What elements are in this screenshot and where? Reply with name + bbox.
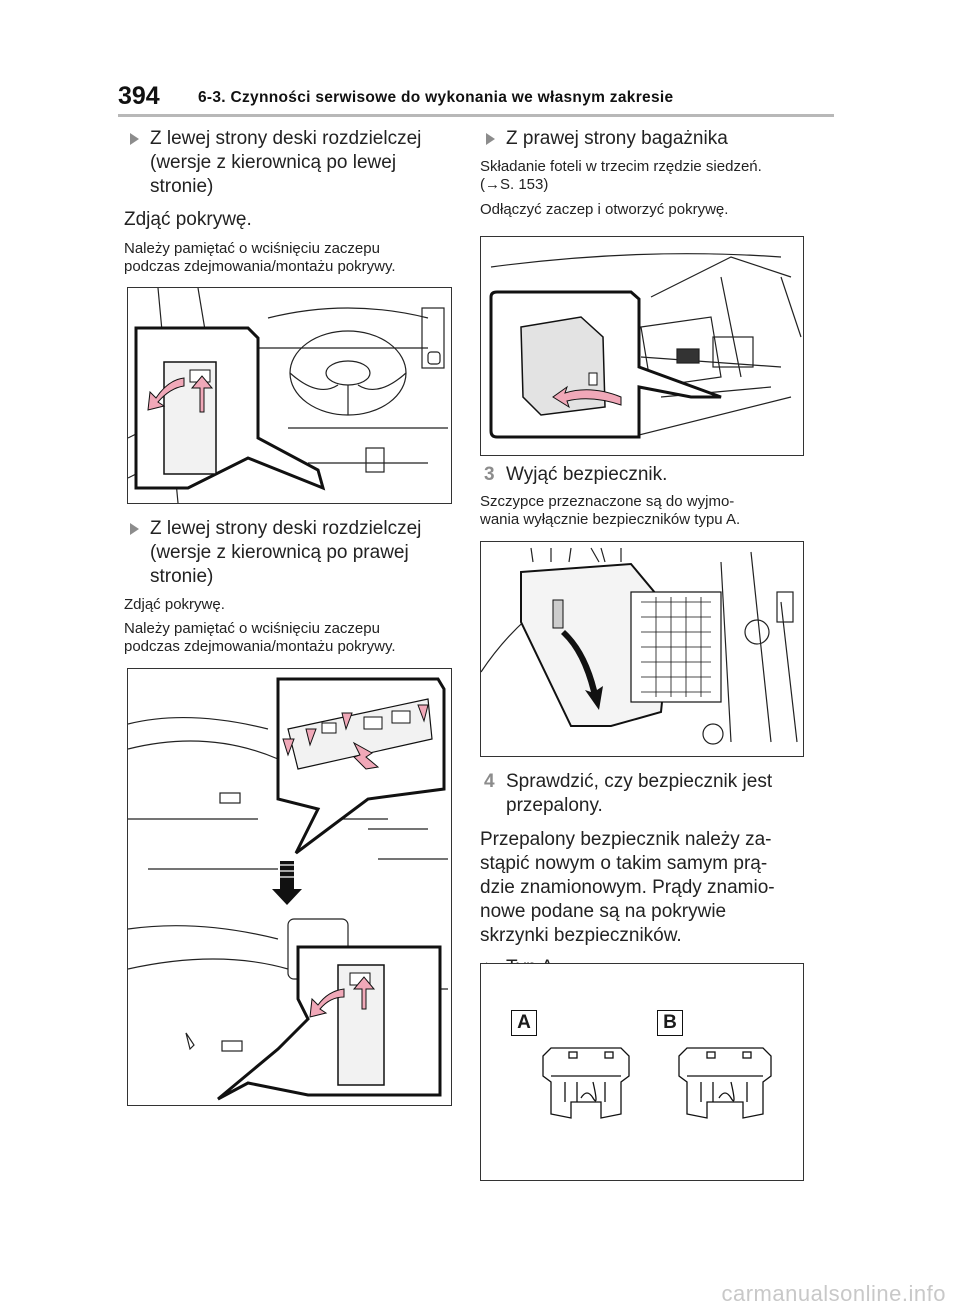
bullet-line: (wersje z kierownicą po lewej bbox=[150, 152, 397, 173]
bullet-line: stronie) bbox=[150, 176, 214, 197]
bullet-lhd: Z lewej strony deski rozdzielczej (wersj… bbox=[124, 127, 454, 199]
step-4: 4 Sprawdzić, czy bezpiecznik jest przepa… bbox=[480, 770, 810, 818]
note-line: podczas zdejmowania/montażu pokrywy. bbox=[124, 638, 396, 655]
figure-rhd-dashboard bbox=[127, 668, 452, 1106]
chapter-title: 6-3. Czynności serwisowe do wykonania we… bbox=[198, 89, 674, 106]
page-number: 394 bbox=[118, 82, 160, 110]
text-line: (→S. 153) bbox=[480, 176, 549, 193]
right-section-step3: 3 Wyjąć bezpiecznik. Szczypce przeznaczo… bbox=[480, 463, 810, 529]
text-line: nowe podane są na pokrywie bbox=[480, 901, 727, 922]
step-number: 4 bbox=[484, 771, 495, 792]
step-number: 3 bbox=[484, 464, 495, 485]
figure-fuse-box bbox=[480, 541, 804, 757]
text-line: stąpić nowym o takim samym prą- bbox=[480, 853, 768, 874]
step-3: 3 Wyjąć bezpiecznik. bbox=[480, 463, 810, 487]
text-line: Przepalony bezpiecznik należy za- bbox=[480, 829, 772, 850]
bullet-line: Z lewej strony deski rozdzielczej bbox=[150, 128, 422, 149]
bullet-line: stronie) bbox=[150, 566, 214, 587]
fold-seats-text: Składanie foteli w trzecim rzędzie siedz… bbox=[480, 158, 810, 194]
page-header: 394 6-3. Czynności serwisowe do wykonani… bbox=[118, 76, 834, 117]
figure-lhd-dashboard bbox=[127, 287, 452, 504]
note-line: Należy pamiętać o wciśnięciu zaczepu bbox=[124, 240, 380, 257]
figure-fuse-types: A B bbox=[480, 963, 804, 1181]
step-text: przepalony. bbox=[506, 795, 603, 816]
fuse-b-icon bbox=[678, 1047, 772, 1119]
replace-fuse-text: Przepalony bezpiecznik należy za- stąpić… bbox=[480, 828, 810, 948]
bullet-line: (wersje z kierownicą po prawej bbox=[150, 542, 409, 563]
step-text: Sprawdzić, czy bezpiecznik jest bbox=[506, 771, 773, 792]
note-text: Należy pamiętać o wciśnięciu zaczepu pod… bbox=[124, 620, 454, 656]
note-line: podczas zdejmowania/montażu pokrywy. bbox=[124, 258, 396, 275]
text-line: wania wyłącznie bezpieczników typu A. bbox=[480, 511, 741, 528]
action-text: Zdjąć pokrywę. bbox=[124, 596, 225, 613]
step-text: Wyjąć bezpiecznik. bbox=[506, 464, 668, 485]
bullet-marker-icon bbox=[486, 133, 495, 145]
note-text: Należy pamiętać o wciśnięciu zaczepu pod… bbox=[124, 240, 454, 276]
action-text: Zdjąć pokrywę. bbox=[124, 209, 252, 230]
text-line: Składanie foteli w trzecim rzędzie siedz… bbox=[480, 158, 762, 175]
bullet-line: Z lewej strony deski rozdzielczej bbox=[150, 518, 422, 539]
text-line: dzie znamionowym. Prądy znamio- bbox=[480, 877, 775, 898]
left-section-1: Z lewej strony deski rozdzielczej (wersj… bbox=[124, 127, 454, 276]
footer-watermark: carmanualsonline.info bbox=[721, 1281, 946, 1306]
note-line: Należy pamiętać o wciśnięciu zaczepu bbox=[124, 620, 380, 637]
right-section-step4: 4 Sprawdzić, czy bezpiecznik jest przepa… bbox=[480, 770, 810, 980]
text-line: skrzynki bezpieczników. bbox=[480, 925, 682, 946]
figure-trunk bbox=[480, 236, 804, 456]
left-section-2: Z lewej strony deski rozdzielczej (wersj… bbox=[124, 517, 454, 656]
label-b: B bbox=[657, 1010, 683, 1036]
right-section-1: Z prawej strony bagażnika Składanie fote… bbox=[480, 127, 810, 219]
bullet-trunk: Z prawej strony bagażnika bbox=[480, 127, 810, 151]
fuse-a-icon bbox=[542, 1047, 630, 1119]
bullet-line: Z prawej strony bagażnika bbox=[506, 128, 728, 149]
bullet-rhd: Z lewej strony deski rozdzielczej (wersj… bbox=[124, 517, 454, 589]
pliers-note: Szczypce przeznaczone są do wyjmo- wania… bbox=[480, 493, 810, 529]
label-a: A bbox=[511, 1010, 537, 1036]
bullet-marker-icon bbox=[130, 523, 139, 535]
disconnect-text: Odłączyć zaczep i otworzyć pokrywę. bbox=[480, 201, 729, 218]
text-line: Szczypce przeznaczone są do wyjmo- bbox=[480, 493, 735, 510]
bullet-marker-icon bbox=[130, 133, 139, 145]
